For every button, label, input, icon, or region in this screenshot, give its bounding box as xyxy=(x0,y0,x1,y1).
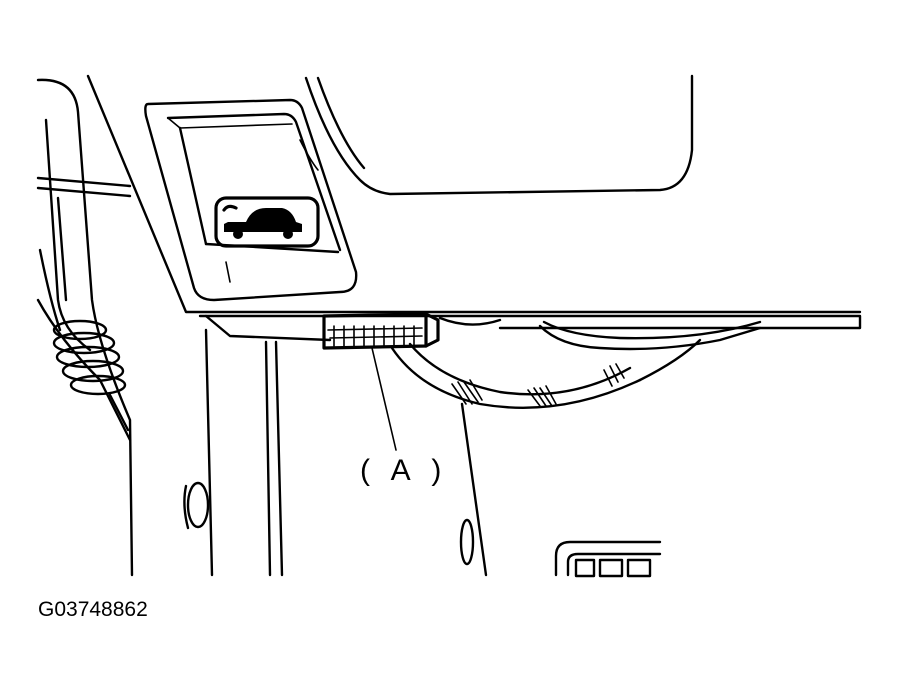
wiring-harness xyxy=(390,320,762,409)
trunk-release-button xyxy=(214,196,320,248)
dash-panel-outline xyxy=(304,74,694,196)
kick-panel xyxy=(183,328,488,577)
trunk-release-icon xyxy=(222,204,302,239)
lower-vent xyxy=(554,540,662,578)
callout-label-a: ( A ) xyxy=(360,454,449,487)
trunk-release-switch xyxy=(144,98,358,302)
figure-id: G03748862 xyxy=(38,598,148,621)
harness-grommet xyxy=(52,319,130,432)
callout-leader-line xyxy=(371,347,397,451)
door-pillar xyxy=(36,78,134,577)
lower-dash-trim xyxy=(86,74,862,342)
connector-icon xyxy=(322,312,440,350)
